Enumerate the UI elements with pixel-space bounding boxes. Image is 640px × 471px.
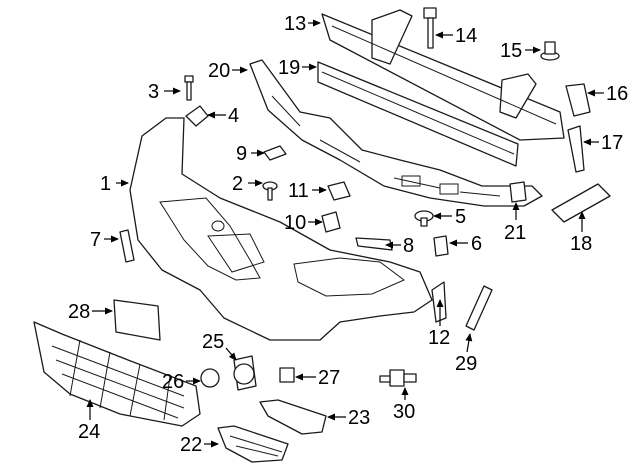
- trim-23-part: [259, 399, 327, 435]
- callout-7: 7: [90, 229, 119, 251]
- callout-4: 4: [207, 105, 239, 127]
- sensor-25-part: [233, 355, 257, 391]
- callout-3: 3: [148, 81, 181, 103]
- svg-text:20: 20: [208, 60, 230, 82]
- svg-text:13: 13: [284, 13, 306, 35]
- strip-12-part: [431, 281, 447, 323]
- callout-27: 27: [295, 367, 340, 389]
- svg-text:18: 18: [570, 233, 592, 255]
- callout-8: 8: [385, 235, 414, 257]
- svg-text:2: 2: [232, 173, 243, 195]
- callout-9: 9: [236, 143, 265, 165]
- callout-18: 18: [570, 211, 592, 255]
- svg-text:11: 11: [288, 180, 309, 202]
- svg-text:27: 27: [318, 367, 340, 389]
- callout-17: 17: [583, 132, 623, 154]
- bolt-part: [423, 7, 437, 49]
- fastener-5-part: [414, 210, 434, 227]
- callout-30: 30: [393, 387, 415, 423]
- svg-text:25: 25: [202, 331, 224, 353]
- reinforcement-bar-part: [321, 9, 565, 141]
- svg-text:16: 16: [606, 83, 628, 105]
- svg-text:3: 3: [148, 81, 159, 103]
- clip-4-part: [185, 105, 209, 127]
- bracket-9-part: [263, 145, 287, 161]
- svg-text:19: 19: [278, 57, 300, 79]
- sensor-plug-30-part: [379, 369, 417, 387]
- svg-text:15: 15: [500, 40, 522, 62]
- svg-text:22: 22: [180, 434, 202, 456]
- callout-24: 24: [78, 399, 100, 443]
- callout-29: 29: [455, 333, 477, 375]
- callout-10: 10: [284, 212, 323, 234]
- energy-absorber-part: [317, 61, 519, 167]
- lower-grille-24-part: [33, 321, 201, 427]
- svg-text:9: 9: [236, 143, 247, 165]
- small-grille-22-part: [217, 425, 289, 463]
- bracket-8-part: [355, 237, 393, 251]
- callout-28: 28: [68, 301, 113, 323]
- svg-text:30: 30: [393, 401, 415, 423]
- svg-text:10: 10: [284, 212, 306, 234]
- svg-text:14: 14: [455, 25, 477, 47]
- callout-6: 6: [449, 233, 482, 255]
- svg-text:17: 17: [601, 132, 623, 154]
- svg-text:24: 24: [78, 421, 100, 443]
- svg-text:23: 23: [348, 407, 370, 429]
- bracket-10-part: [321, 211, 341, 233]
- callout-22: 22: [180, 434, 219, 456]
- svg-text:8: 8: [403, 235, 414, 257]
- callout-5: 5: [433, 206, 466, 228]
- svg-text:6: 6: [471, 233, 482, 255]
- svg-text:4: 4: [228, 105, 239, 127]
- callout-26: 26: [162, 371, 201, 393]
- svg-text:12: 12: [428, 327, 450, 349]
- plate-bracket-28-part: [113, 299, 161, 341]
- svg-text:7: 7: [90, 229, 101, 251]
- svg-text:5: 5: [455, 206, 466, 228]
- clip-15-part: [540, 41, 560, 61]
- callout-23: 23: [327, 407, 370, 429]
- strip-29-part: [465, 285, 493, 331]
- bracket-16-part: [565, 83, 591, 117]
- callout-2: 2: [232, 173, 263, 195]
- callout-12: 12: [428, 299, 450, 349]
- side-part-7: [119, 229, 135, 263]
- bracket-17-part: [567, 125, 585, 173]
- svg-text:26: 26: [162, 371, 184, 393]
- svg-text:21: 21: [504, 222, 526, 244]
- callout-25: 25: [202, 331, 237, 361]
- screw-2-part: [262, 181, 278, 201]
- mount-6-part: [433, 235, 449, 257]
- svg-text:28: 28: [68, 301, 90, 323]
- callout-16: 16: [587, 83, 628, 105]
- clip-11-part: [327, 181, 351, 201]
- callout-14: 14: [435, 25, 477, 47]
- callout-19: 19: [278, 57, 317, 79]
- callout-1: 1: [100, 173, 129, 195]
- callout-13: 13: [284, 13, 321, 35]
- callout-20: 20: [208, 60, 248, 82]
- bumper-cover-part: [129, 117, 433, 341]
- bracket-21-part: [509, 181, 527, 203]
- svg-text:29: 29: [455, 353, 477, 375]
- callout-15: 15: [500, 40, 541, 62]
- svg-text:1: 1: [100, 173, 111, 195]
- callout-21: 21: [504, 202, 526, 244]
- callout-11: 11: [288, 180, 327, 202]
- pad-18-part: [551, 183, 611, 223]
- cap-26-part: [200, 368, 220, 388]
- clip-27-part: [279, 367, 295, 383]
- screw-3-part: [184, 75, 194, 101]
